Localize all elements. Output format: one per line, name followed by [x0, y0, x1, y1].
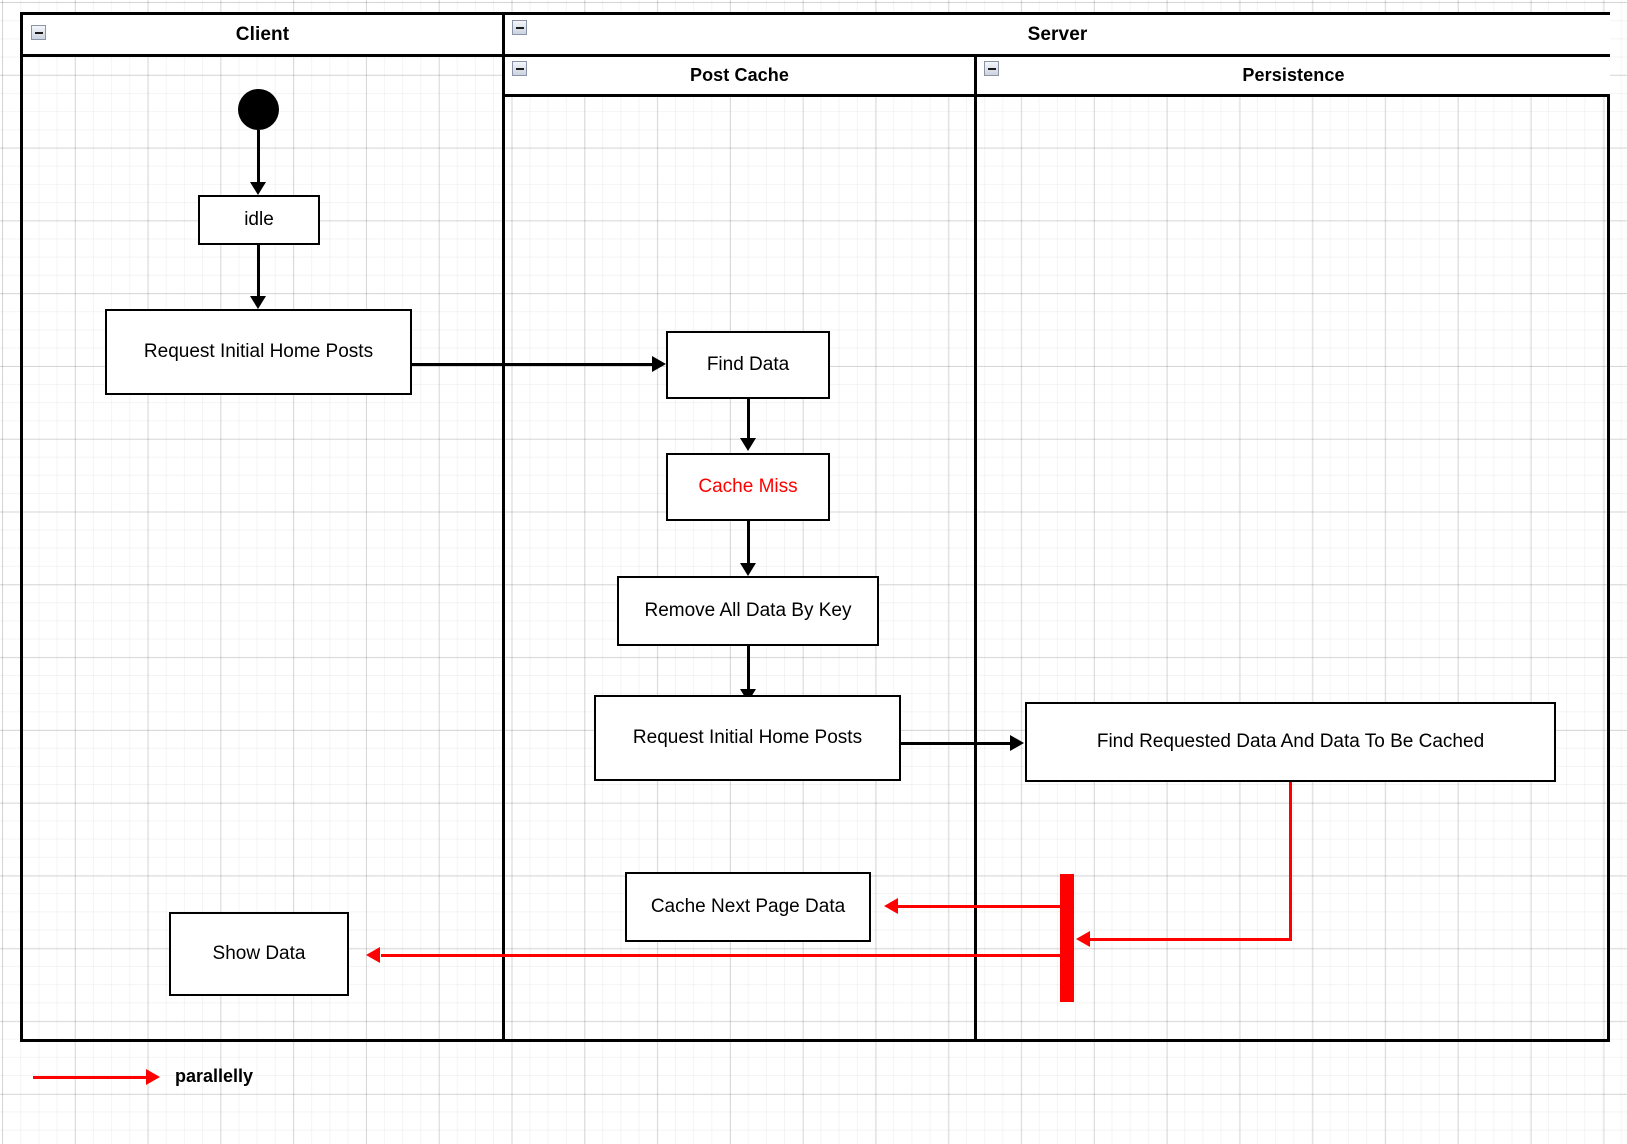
- node-show-data-label: Show Data: [212, 942, 306, 964]
- edge-cache-miss-to-remove-all-arrowhead: [740, 563, 756, 576]
- edge-cache-request-to-find-requested-arrowhead: [1010, 735, 1024, 751]
- edge-find-data-to-cache-miss-arrowhead: [740, 438, 756, 451]
- legend-arrow-line: [33, 1076, 148, 1079]
- node-remove-all-label: Remove All Data By Key: [644, 599, 852, 621]
- lane-header-server[interactable]: Server: [505, 15, 1610, 54]
- initial-node[interactable]: [238, 89, 279, 130]
- node-find-data-label: Find Data: [706, 353, 790, 375]
- node-cache-miss[interactable]: Cache Miss: [666, 453, 830, 521]
- legend-label-parallelly: parallelly: [175, 1066, 254, 1086]
- node-idle-label: idle: [244, 208, 274, 230]
- red-edge-fork-to-cache-next-page-arrowhead: [884, 898, 898, 914]
- lane-title-client: Client: [235, 23, 290, 45]
- edge-idle-to-client-request-arrowhead: [250, 296, 266, 309]
- persistence-collapse-icon[interactable]: [984, 61, 999, 76]
- red-edge-find-requested-drop: [1289, 782, 1292, 940]
- node-client-request-initial-home-posts[interactable]: Request Initial Home Posts: [105, 309, 412, 395]
- edge-start-to-idle-arrowhead: [250, 182, 266, 195]
- node-idle[interactable]: idle: [198, 195, 320, 245]
- legend-arrow-head: [146, 1069, 160, 1085]
- red-edge-to-fork-bar: [1090, 938, 1292, 941]
- node-find-data[interactable]: Find Data: [666, 331, 830, 399]
- swimlane-frame: [20, 12, 1610, 1042]
- lane-header-post-cache[interactable]: Post Cache: [505, 57, 974, 94]
- node-remove-all-data-by-key[interactable]: Remove All Data By Key: [617, 576, 879, 646]
- node-find-requested-data[interactable]: Find Requested Data And Data To Be Cache…: [1025, 702, 1556, 782]
- node-cache-request-label: Request Initial Home Posts: [632, 726, 863, 748]
- lane-header-client[interactable]: Client: [23, 15, 502, 54]
- edge-find-data-to-cache-miss: [747, 399, 750, 443]
- server-collapse-icon[interactable]: [512, 20, 527, 35]
- node-show-data[interactable]: Show Data: [169, 912, 349, 996]
- edge-cache-miss-to-remove-all: [747, 521, 750, 568]
- edge-idle-to-client-request: [257, 245, 260, 300]
- lane-header-separator-top: [20, 54, 1610, 57]
- red-edge-fork-to-cache-next-page: [898, 905, 1060, 908]
- edge-remove-all-to-cache-request: [747, 646, 750, 694]
- node-cache-request-initial-home-posts[interactable]: Request Initial Home Posts: [594, 695, 901, 781]
- fork-join-bar[interactable]: [1060, 874, 1074, 1002]
- lane-divider-postcache-persistence: [974, 54, 977, 1042]
- node-cache-next-page-label: Cache Next Page Data: [650, 895, 846, 917]
- edge-start-to-idle: [257, 130, 260, 186]
- red-edge-to-fork-bar-arrowhead: [1076, 931, 1090, 947]
- lane-title-server: Server: [1027, 23, 1088, 45]
- node-find-requested-label: Find Requested Data And Data To Be Cache…: [1096, 730, 1485, 752]
- lane-divider-client-server: [502, 12, 505, 1042]
- edge-client-request-to-find-data: [412, 363, 655, 366]
- lane-header-persistence[interactable]: Persistence: [977, 57, 1610, 94]
- lane-title-post-cache: Post Cache: [689, 65, 790, 85]
- edge-client-request-to-find-data-arrowhead: [652, 356, 666, 372]
- node-cache-miss-label: Cache Miss: [698, 475, 798, 497]
- post-cache-collapse-icon[interactable]: [512, 61, 527, 76]
- client-collapse-icon[interactable]: [31, 25, 46, 40]
- red-edge-fork-to-show-data-arrowhead: [366, 947, 380, 963]
- red-edge-fork-to-show-data: [381, 954, 1060, 957]
- lane-title-persistence: Persistence: [1242, 65, 1345, 85]
- node-client-request-label: Request Initial Home Posts: [143, 340, 374, 362]
- lane-header-separator-sub: [502, 94, 1610, 97]
- node-cache-next-page-data[interactable]: Cache Next Page Data: [625, 872, 871, 942]
- edge-cache-request-to-find-requested: [901, 742, 1012, 745]
